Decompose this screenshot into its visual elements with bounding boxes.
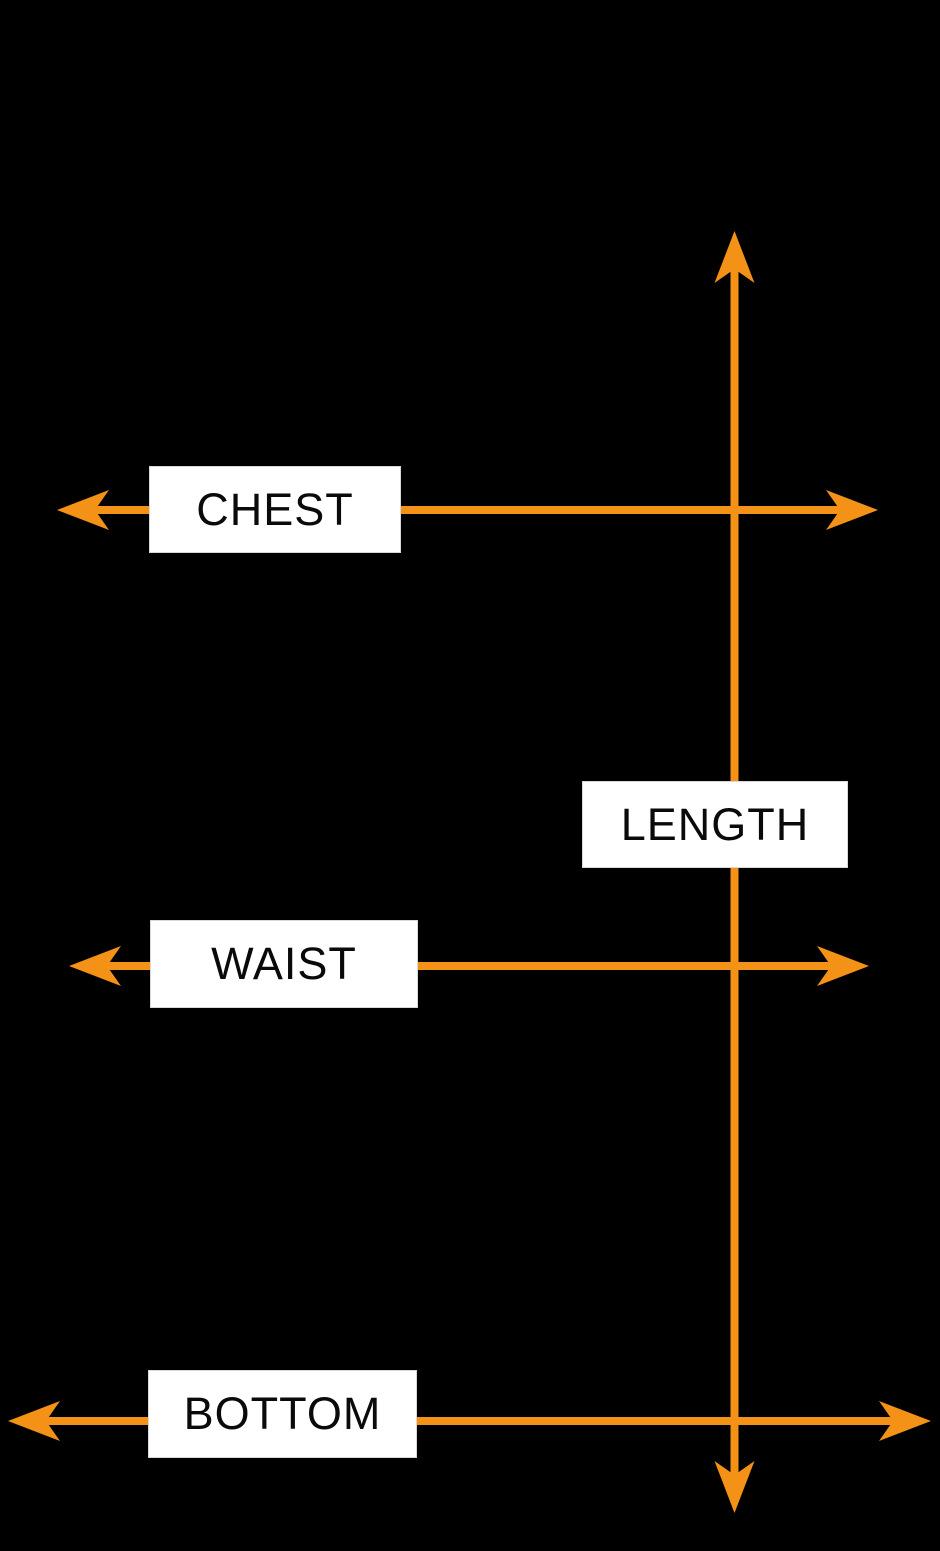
length-label-text: LENGTH bbox=[620, 798, 810, 850]
arrowhead-right-icon bbox=[826, 490, 878, 530]
bottom-label: BOTTOM bbox=[148, 1370, 417, 1458]
waist-label: WAIST bbox=[150, 920, 418, 1008]
length-arrow bbox=[714, 231, 755, 1513]
waist-arrow-shaft bbox=[107, 962, 831, 970]
bottom-label-text: BOTTOM bbox=[183, 1388, 382, 1439]
arrowhead-down-icon bbox=[714, 1461, 755, 1513]
waist-arrow bbox=[69, 946, 869, 986]
bottom-arrow-shaft bbox=[46, 1417, 893, 1425]
arrowhead-up-icon bbox=[714, 231, 755, 283]
chest-arrow-shaft bbox=[95, 506, 840, 514]
chest-label-text: CHEST bbox=[196, 483, 354, 535]
chest-label: CHEST bbox=[149, 466, 401, 553]
arrowhead-left-icon bbox=[8, 1401, 60, 1441]
length-label: LENGTH bbox=[582, 781, 848, 868]
arrowhead-left-icon bbox=[57, 490, 109, 530]
waist-label-text: WAIST bbox=[211, 938, 357, 989]
arrowhead-left-icon bbox=[69, 946, 121, 986]
arrowhead-right-icon bbox=[879, 1401, 931, 1441]
arrowhead-right-icon bbox=[817, 946, 869, 986]
length-arrow-shaft bbox=[730, 266, 739, 1478]
bottom-arrow bbox=[8, 1401, 931, 1441]
chest-arrow bbox=[57, 490, 878, 530]
